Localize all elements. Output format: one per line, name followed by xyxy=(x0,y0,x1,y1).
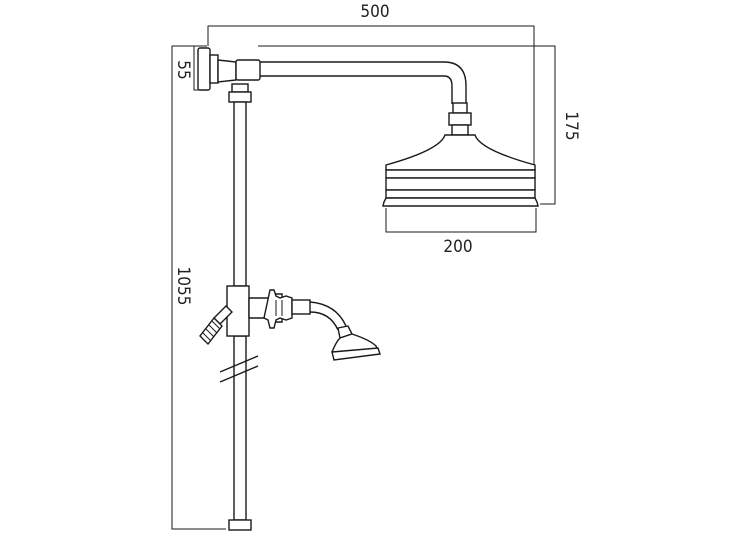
dim-line-head-height xyxy=(258,45,556,205)
shower-head xyxy=(382,134,539,207)
hand-shower xyxy=(291,299,381,361)
dim-line-head-diameter xyxy=(385,208,537,233)
dim-label-head-height: 175 xyxy=(561,111,581,140)
wall-bracket xyxy=(197,47,237,91)
dim-label-head-diameter: 200 xyxy=(443,237,472,257)
dim-line-overall-width xyxy=(207,25,535,165)
hose-connector xyxy=(199,305,233,346)
slider-bracket xyxy=(226,285,293,337)
dim-label-wall-offset: 55 xyxy=(173,60,193,79)
dim-label-overall-width: 500 xyxy=(360,2,389,22)
shower-arm xyxy=(235,59,472,136)
dim-line-riser-height xyxy=(171,45,226,530)
dimension-lines xyxy=(171,25,556,530)
dim-label-riser-height: 1055 xyxy=(173,267,193,306)
